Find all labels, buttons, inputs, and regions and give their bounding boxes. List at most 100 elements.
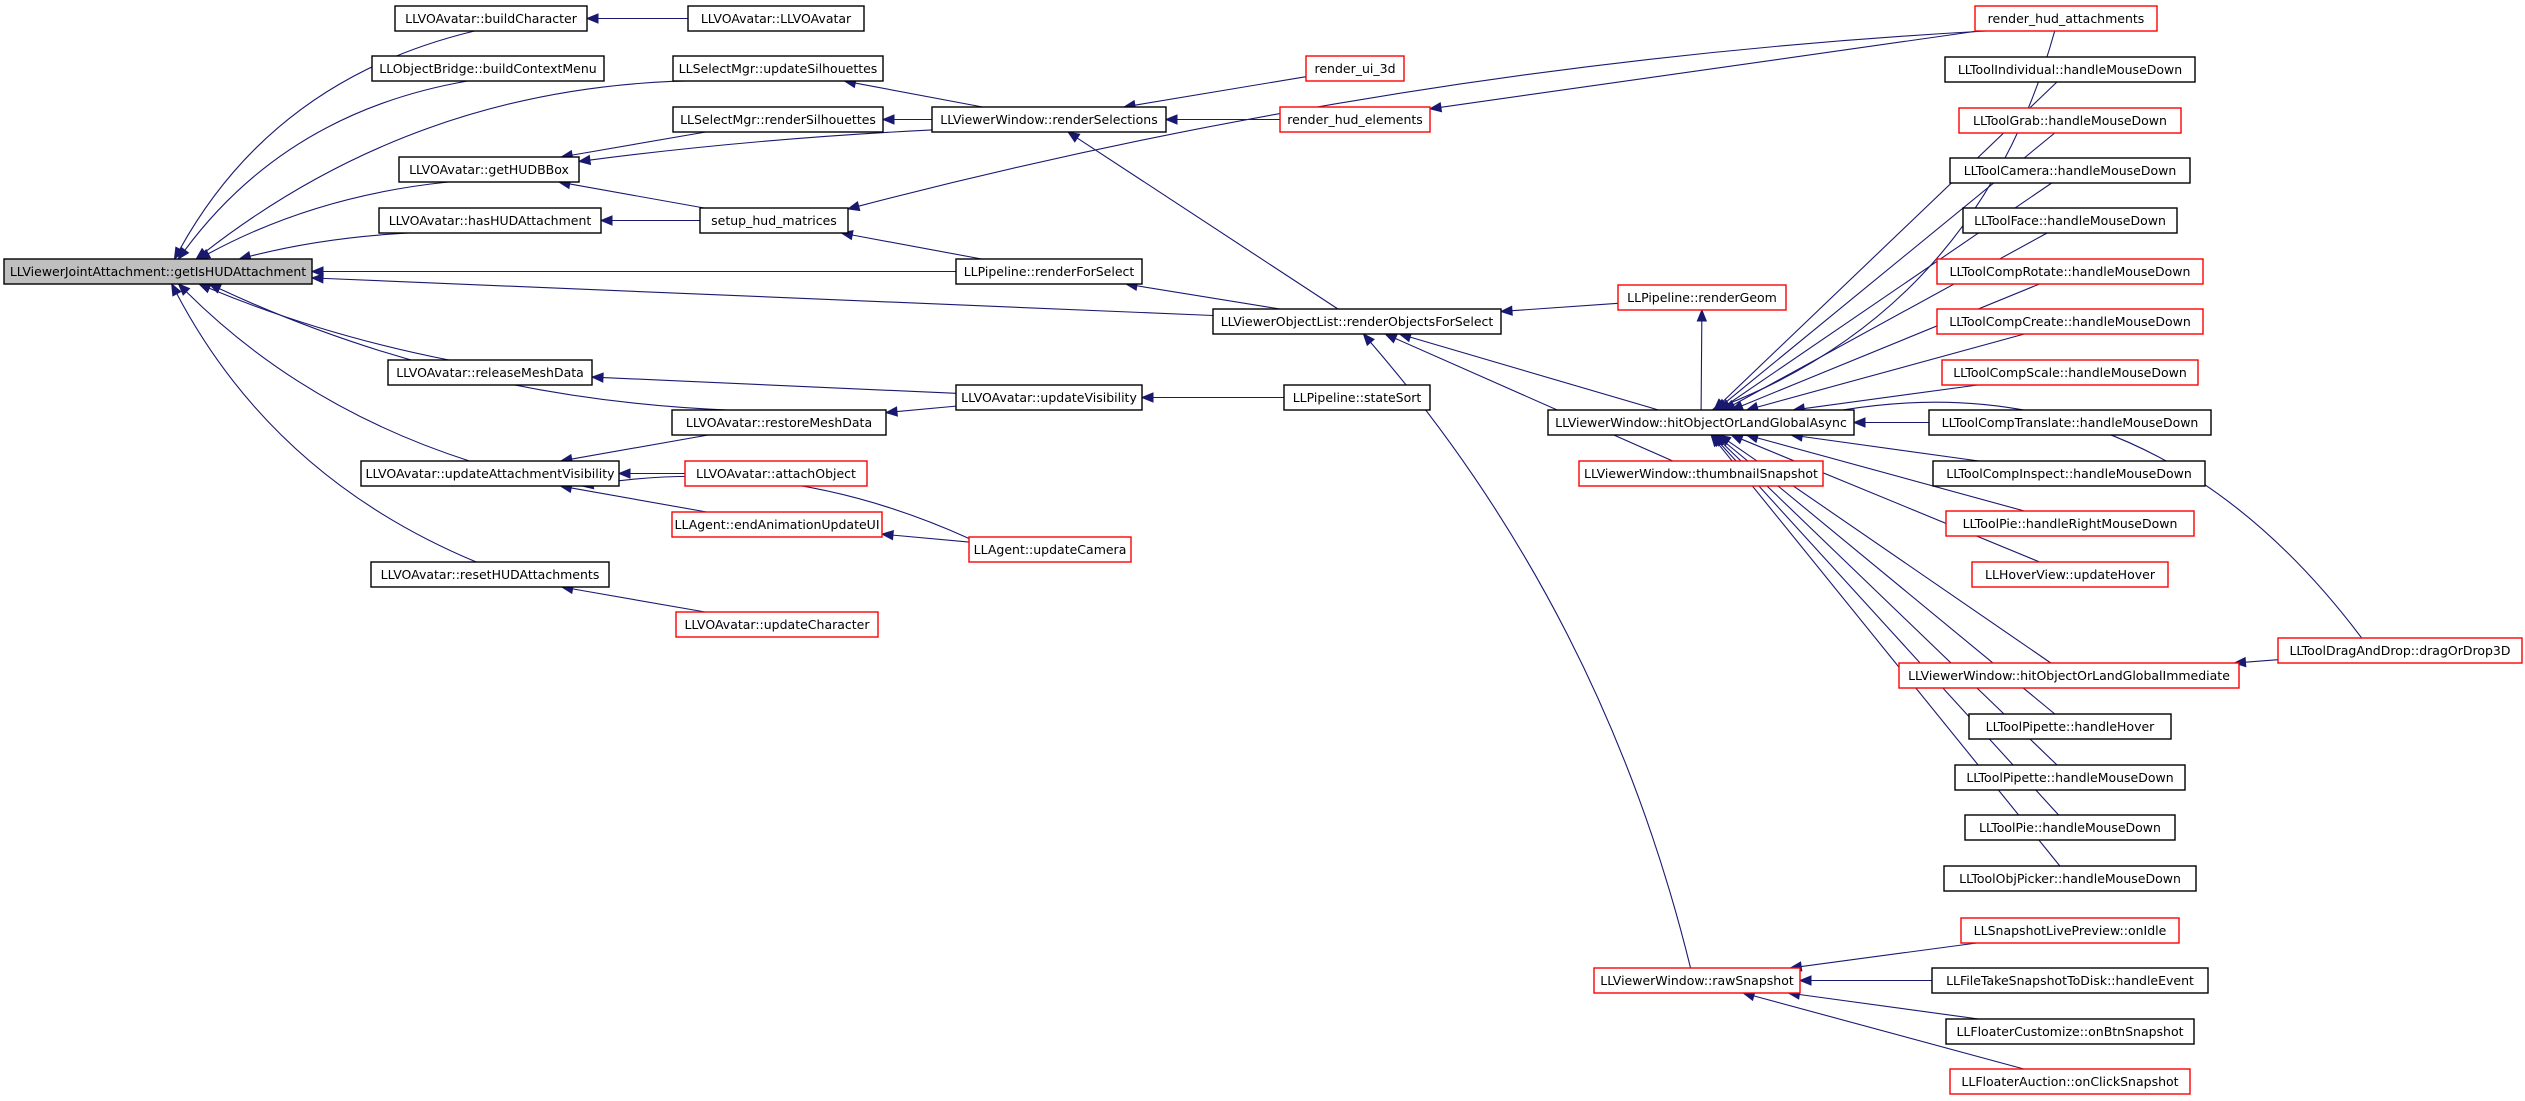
node-update-visibility[interactable]: LLVOAvatar::updateVisibility (955, 384, 1143, 411)
node-box (684, 460, 868, 487)
arrowhead-icon (177, 246, 190, 261)
node-thumbnail-snapshot[interactable]: LLViewerWindow::thumbnailSnapshot (1578, 460, 1824, 487)
node-render-hud-elements[interactable]: render_hud_elements (1279, 106, 1431, 133)
node-render-for-select[interactable]: LLPipeline::renderForSelect (955, 258, 1143, 285)
node-state-sort[interactable]: LLPipeline::stateSort (1283, 384, 1431, 411)
arrowhead-icon (884, 406, 898, 417)
node-restore-mesh-data[interactable]: LLVOAvatar::restoreMeshData (671, 409, 887, 436)
node-update-silhouettes[interactable]: LLSelectMgr::updateSilhouettes (672, 55, 884, 82)
node-render-geom[interactable]: LLPipeline::renderGeom (1617, 284, 1787, 311)
edge-render-ui3d-to-render-selections (1122, 76, 1307, 111)
arrowhead-icon (310, 273, 324, 284)
node-tool-camera[interactable]: LLToolCamera::handleMouseDown (1949, 157, 2191, 184)
node-label: LLVOAvatar::getHUDBBox (409, 162, 569, 177)
node-get-hudbbox[interactable]: LLVOAvatar::getHUDBBox (398, 156, 580, 183)
node-render-objects-for-select[interactable]: LLViewerObjectList::renderObjectsForSele… (1212, 308, 1502, 335)
node-pipette-mouse[interactable]: LLToolPipette::handleMouseDown (1954, 764, 2186, 791)
node-label: LLViewerWindow::thumbnailSnapshot (1584, 466, 1818, 481)
node-label: LLVOAvatar::resetHUDAttachments (381, 567, 600, 582)
node-label: LLViewerObjectList::renderObjectsForSele… (1221, 314, 1494, 329)
node-label: LLToolFace::handleMouseDown (1974, 213, 2166, 228)
node-label: LLViewerJointAttachment::getIsHUDAttachm… (10, 264, 306, 279)
edge-line (602, 377, 957, 394)
node-box (1971, 561, 2169, 588)
node-root[interactable]: LLViewerJointAttachment::getIsHUDAttachm… (3, 258, 313, 285)
node-box (1212, 308, 1502, 335)
node-render-selections[interactable]: LLViewerWindow::renderSelections (931, 106, 1167, 133)
node-label: LLFileTakeSnapshotToDisk::handleEvent (1946, 973, 2194, 988)
edge-render-geom-to-render-objects-for-select (1499, 302, 1619, 316)
node-label: LLViewerWindow::rawSnapshot (1600, 973, 1794, 988)
node-render-silhouettes[interactable]: LLSelectMgr::renderSilhouettes (672, 106, 884, 133)
node-update-camera[interactable]: LLAgent::updateCamera (968, 536, 1132, 563)
edge-line (852, 234, 982, 260)
node-raw-snapshot[interactable]: LLViewerWindow::rawSnapshot (1593, 967, 1801, 994)
node-tool-comp-rotate[interactable]: LLToolCompRotate::handleMouseDown (1936, 258, 2204, 285)
node-attach-object[interactable]: LLVOAvatar::attachObject (684, 460, 868, 487)
node-hit-immediate[interactable]: LLViewerWindow::hitObjectOrLandGlobalImm… (1898, 662, 2240, 689)
node-floater-auction[interactable]: LLFloaterAuction::onClickSnapshot (1949, 1068, 2191, 1095)
node-box (1960, 917, 2180, 944)
node-box (370, 561, 610, 588)
node-hit-async[interactable]: LLViewerWindow::hitObjectOrLandGlobalAsy… (1547, 409, 1855, 436)
edges-layer (171, 13, 2363, 1070)
arrowhead-icon (1164, 114, 1178, 125)
node-tool-pie-right[interactable]: LLToolPie::handleRightMouseDown (1945, 510, 2195, 537)
node-tool-pie-mouse[interactable]: LLToolPie::handleMouseDown (1964, 814, 2176, 841)
node-build-context-menu[interactable]: LLObjectBridge::buildContextMenu (371, 55, 605, 82)
edge-floater-customize-to-raw-snapshot (1787, 989, 1979, 1020)
edge-hit-async-to-render-objects-for-select (1398, 332, 1659, 411)
arrowhead-icon (197, 283, 212, 294)
arrowhead-icon (577, 154, 592, 166)
node-reset-hudattachments[interactable]: LLVOAvatar::resetHUDAttachments (370, 561, 610, 588)
edge-render-for-select-to-root (310, 266, 956, 277)
node-setup-hud[interactable]: setup_hud_matrices (699, 207, 849, 234)
node-tool-grab[interactable]: LLToolGrab::handleMouseDown (1958, 107, 2182, 134)
node-box (1547, 409, 1855, 436)
edge-line (1511, 302, 1619, 312)
node-label: LLVOAvatar::attachObject (696, 466, 856, 481)
arrowhead-icon (208, 283, 223, 294)
node-box (1949, 1068, 2191, 1095)
node-tool-individual[interactable]: LLToolIndividual::handleMouseDown (1944, 56, 2196, 83)
node-tool-comp-inspect[interactable]: LLToolCompInspect::handleMouseDown (1932, 460, 2206, 487)
node-update-character[interactable]: LLVOAvatar::updateCharacter (675, 611, 879, 638)
node-pipette-hover[interactable]: LLToolPipette::handleHover (1968, 713, 2172, 740)
node-release-mesh-data[interactable]: LLVOAvatar::releaseMeshData (387, 359, 593, 386)
arrowhead-icon (881, 114, 895, 125)
node-render-ui3d[interactable]: render_ui_3d (1305, 55, 1405, 82)
node-box (387, 359, 593, 386)
node-drag-drop[interactable]: LLToolDragAndDrop::dragOrDrop3D (2277, 637, 2523, 664)
node-update-attachment-visibility[interactable]: LLVOAvatar::updateAttachmentVisibility (360, 460, 620, 487)
node-end-animation-update-ui[interactable]: LLAgent::endAnimationUpdateUI (671, 511, 883, 538)
node-render-hud-attachments[interactable]: render_hud_attachments (1974, 5, 2158, 32)
node-llvoavatar[interactable]: LLVOAvatar::LLVOAvatar (687, 5, 865, 32)
edge-render-hud-attachments-to-render-hud-elements (1428, 30, 1979, 113)
edge-has-hudattachment-to-root (238, 232, 409, 262)
edge-update-character-to-reset-hudattachments (560, 583, 706, 613)
node-hover-view[interactable]: LLHoverView::updateHover (1971, 561, 2169, 588)
edge-hit-async-to-render-geom (1696, 308, 1708, 411)
node-box (1931, 967, 2209, 994)
node-live-preview[interactable]: LLSnapshotLivePreview::onIdle (1960, 917, 2180, 944)
node-label: LLViewerWindow::renderSelections (940, 112, 1157, 127)
node-label: LLToolPie::handleRightMouseDown (1963, 516, 2178, 531)
node-tool-face[interactable]: LLToolFace::handleMouseDown (1962, 207, 2178, 234)
edge-line (185, 291, 470, 462)
node-box (1949, 157, 2191, 184)
node-label: LLToolCompRotate::handleMouseDown (1950, 264, 2191, 279)
node-floater-customize[interactable]: LLFloaterCustomize::onBtnSnapshot (1945, 1018, 2195, 1045)
node-has-hudattachment[interactable]: LLVOAvatar::hasHUDAttachment (378, 207, 602, 234)
arrowhead-icon (1140, 392, 1154, 403)
node-tool-comp-translate[interactable]: LLToolCompTranslate::handleMouseDown (1928, 409, 2212, 436)
node-obj-picker[interactable]: LLToolObjPicker::handleMouseDown (1943, 865, 2197, 892)
node-build-character[interactable]: LLVOAvatar::buildCharacter (394, 5, 588, 32)
node-label: LLToolPipette::handleMouseDown (1966, 770, 2173, 785)
node-label: LLToolGrab::handleMouseDown (1973, 113, 2167, 128)
arrowhead-icon (585, 13, 599, 24)
node-tool-comp-scale[interactable]: LLToolCompScale::handleMouseDown (1941, 359, 2199, 386)
node-tool-comp-create[interactable]: LLToolCompCreate::handleMouseDown (1936, 308, 2204, 335)
edge-line (589, 129, 933, 161)
node-file-take[interactable]: LLFileTakeSnapshotToDisk::handleEvent (1931, 967, 2209, 994)
